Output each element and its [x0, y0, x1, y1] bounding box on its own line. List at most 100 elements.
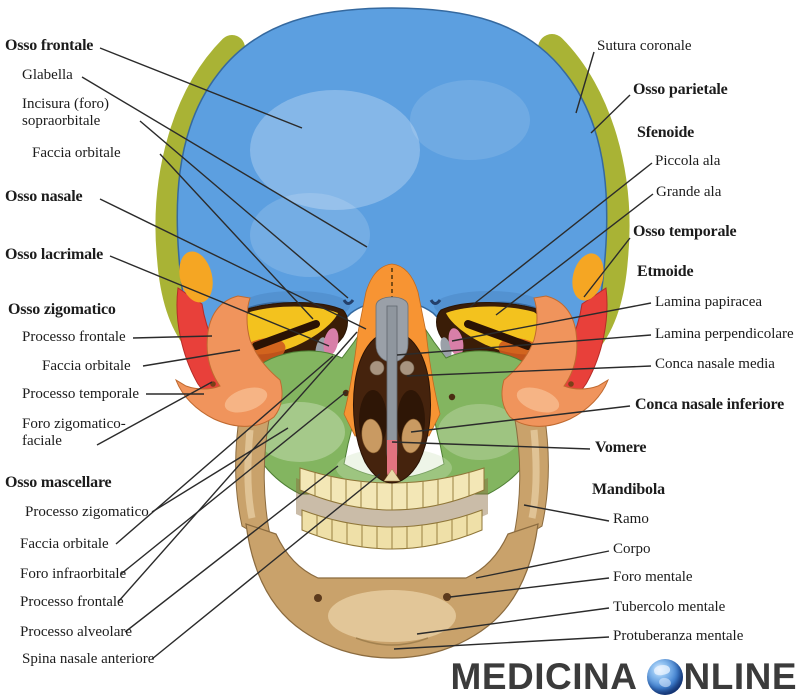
inferior-concha-left — [361, 418, 383, 454]
leader-processo-frontale-zigomatico — [132, 335, 213, 339]
label-glabella: Glabella — [22, 67, 73, 83]
leader-osso-parietale — [590, 94, 631, 134]
vomer-bone — [387, 440, 397, 480]
leader-lamina-papiracea — [451, 302, 652, 342]
label-tubercolo-mentale: Tubercolo mentale — [613, 599, 726, 615]
leader-faccia-orbitale-zigomatico — [142, 349, 241, 367]
leader-conca-nasale-media — [406, 365, 652, 377]
supraorbital-notch-right — [429, 299, 442, 305]
leader-lines — [81, 47, 654, 660]
leader-foro-mentale — [449, 577, 610, 598]
mental-foramen-left — [314, 594, 322, 602]
label-osso-lacrimale: Osso lacrimale — [5, 246, 104, 263]
superior-orbital-fissure-left — [252, 320, 320, 350]
watermark-text-right: NLINE — [683, 656, 797, 697]
leader-protuberanza-mentale — [393, 636, 610, 650]
label-corpo: Corpo — [613, 541, 651, 557]
frontal-highlight — [250, 90, 420, 210]
label-sutura-coronale: Sutura coronale — [597, 38, 692, 54]
leader-tubercolo-mentale — [416, 607, 610, 635]
label-osso-frontale: Osso frontale — [5, 37, 94, 54]
leader-processo-alveolare — [124, 465, 339, 633]
lacrimal-bone-right — [448, 328, 464, 356]
label-foro-infraorbitale: Foro infraorbitale — [20, 566, 127, 582]
label-ramo: Ramo — [613, 511, 649, 527]
leader-foro-infraorbitale — [120, 391, 347, 575]
label-conca-nasale-inferiore: Conca nasale inferiore — [635, 396, 785, 413]
supraorbital-notch-left — [342, 299, 355, 305]
leader-sutura-coronale — [575, 51, 595, 114]
leader-processo-zigomatico — [151, 427, 289, 513]
frontal-highlight-3 — [410, 80, 530, 160]
label-faccia-orbitale-frontale: Faccia orbitale — [32, 145, 121, 161]
label-foro-mentale: Foro mentale — [613, 569, 693, 585]
label-grande-ala: Grande ala — [656, 184, 722, 200]
chin-highlight — [328, 590, 456, 642]
label-piccola-ala: Piccola ala — [655, 153, 721, 169]
leader-faccia-orbitale-frontale — [159, 153, 314, 320]
label-lamina-papiracea: Lamina papiracea — [655, 294, 763, 310]
label-vomere: Vomere — [595, 439, 647, 456]
frontal-highlight-2 — [250, 193, 370, 277]
leader-lamina-perpendicolare — [396, 334, 652, 356]
middle-concha-right — [399, 360, 415, 376]
label-faccia-orbitale-zigomatico: Faccia orbitale — [42, 358, 131, 374]
label-sfenoide: Sfenoide — [637, 124, 695, 141]
sphenoid-temple-left — [179, 251, 213, 303]
label-conca-nasale-media: Conca nasale media — [655, 356, 775, 372]
upper-teeth — [299, 467, 485, 511]
label-mandibola: Mandibola — [592, 481, 665, 498]
leader-foro-zigomatico-faciale — [96, 381, 213, 446]
sphenoid-temple-right — [572, 253, 604, 301]
label-faccia-orbitale-mascellare: Faccia orbitale — [20, 536, 109, 552]
infraorbital-foramen-right — [448, 393, 456, 401]
label-osso-temporale: Osso temporale — [633, 223, 737, 240]
label-processo-alveolare: Processo alveolare — [20, 624, 133, 640]
superior-orbital-fissure-right — [464, 320, 532, 350]
middle-concha-left — [369, 360, 385, 376]
label-protuberanza-mentale: Protuberanza mentale — [613, 628, 744, 644]
leader-conca-nasale-inferiore — [410, 405, 631, 433]
anterior-nasal-spine — [383, 468, 401, 482]
leader-osso-frontale — [99, 47, 303, 129]
nasal-cavity — [353, 296, 431, 484]
zygoma-right-highlight — [516, 387, 560, 413]
watermark-text-left: MEDICINA — [450, 656, 638, 697]
label-osso-parietale: Osso parietale — [633, 81, 728, 98]
leader-vomere — [391, 441, 591, 450]
leader-corpo — [475, 550, 610, 579]
leader-incisura-sopraorbitale — [139, 120, 349, 299]
leader-spina-nasale-anteriore — [151, 473, 381, 660]
infraorbital-foramen-left — [342, 389, 350, 397]
lacrimal-bone-left — [323, 328, 339, 356]
lower-teeth — [301, 509, 483, 550]
mental-foramen-right — [443, 593, 451, 601]
leader-ramo — [523, 504, 610, 522]
leader-faccia-orbitale-mascellare — [115, 355, 334, 545]
label-processo-frontale-zigomatico: Processo frontale — [22, 329, 126, 345]
label-spina-nasale-anteriore: Spina nasale anteriore — [22, 651, 155, 667]
leader-osso-temporale — [583, 237, 631, 298]
watermark-medicina-online: MEDICINA NLINE — [451, 656, 797, 698]
zygoma-left-highlight — [224, 387, 268, 413]
leader-grande-ala — [495, 193, 654, 316]
ethmoid-lamina-papiracea — [440, 337, 452, 359]
label-processo-zigomatico: Processo zigomatico — [25, 504, 149, 520]
ramus-left-highlight — [244, 429, 256, 519]
globe-icon — [646, 659, 683, 695]
mental-protuberance-crease — [355, 637, 429, 646]
label-processo-frontale-mascellare: Processo frontale — [20, 594, 124, 610]
zygomaticofacial-foramen-right — [568, 381, 574, 387]
leader-osso-lacrimale — [109, 255, 330, 347]
leader-processo-frontale-mascellare — [117, 331, 358, 603]
inferior-concha-right — [401, 418, 423, 454]
label-processo-temporale: Processo temporale — [22, 386, 140, 402]
label-etmoide: Etmoide — [637, 263, 694, 280]
label-lamina-perpendicolare: Lamina perpendicolare — [655, 326, 794, 342]
leader-glabella — [81, 76, 368, 248]
leader-osso-nasale — [99, 198, 367, 330]
label-incisura-sopraorbitale: Incisura (foro) sopraorbitale — [22, 96, 110, 129]
leader-piccola-ala — [469, 162, 653, 308]
ramus-right-highlight — [528, 429, 540, 519]
